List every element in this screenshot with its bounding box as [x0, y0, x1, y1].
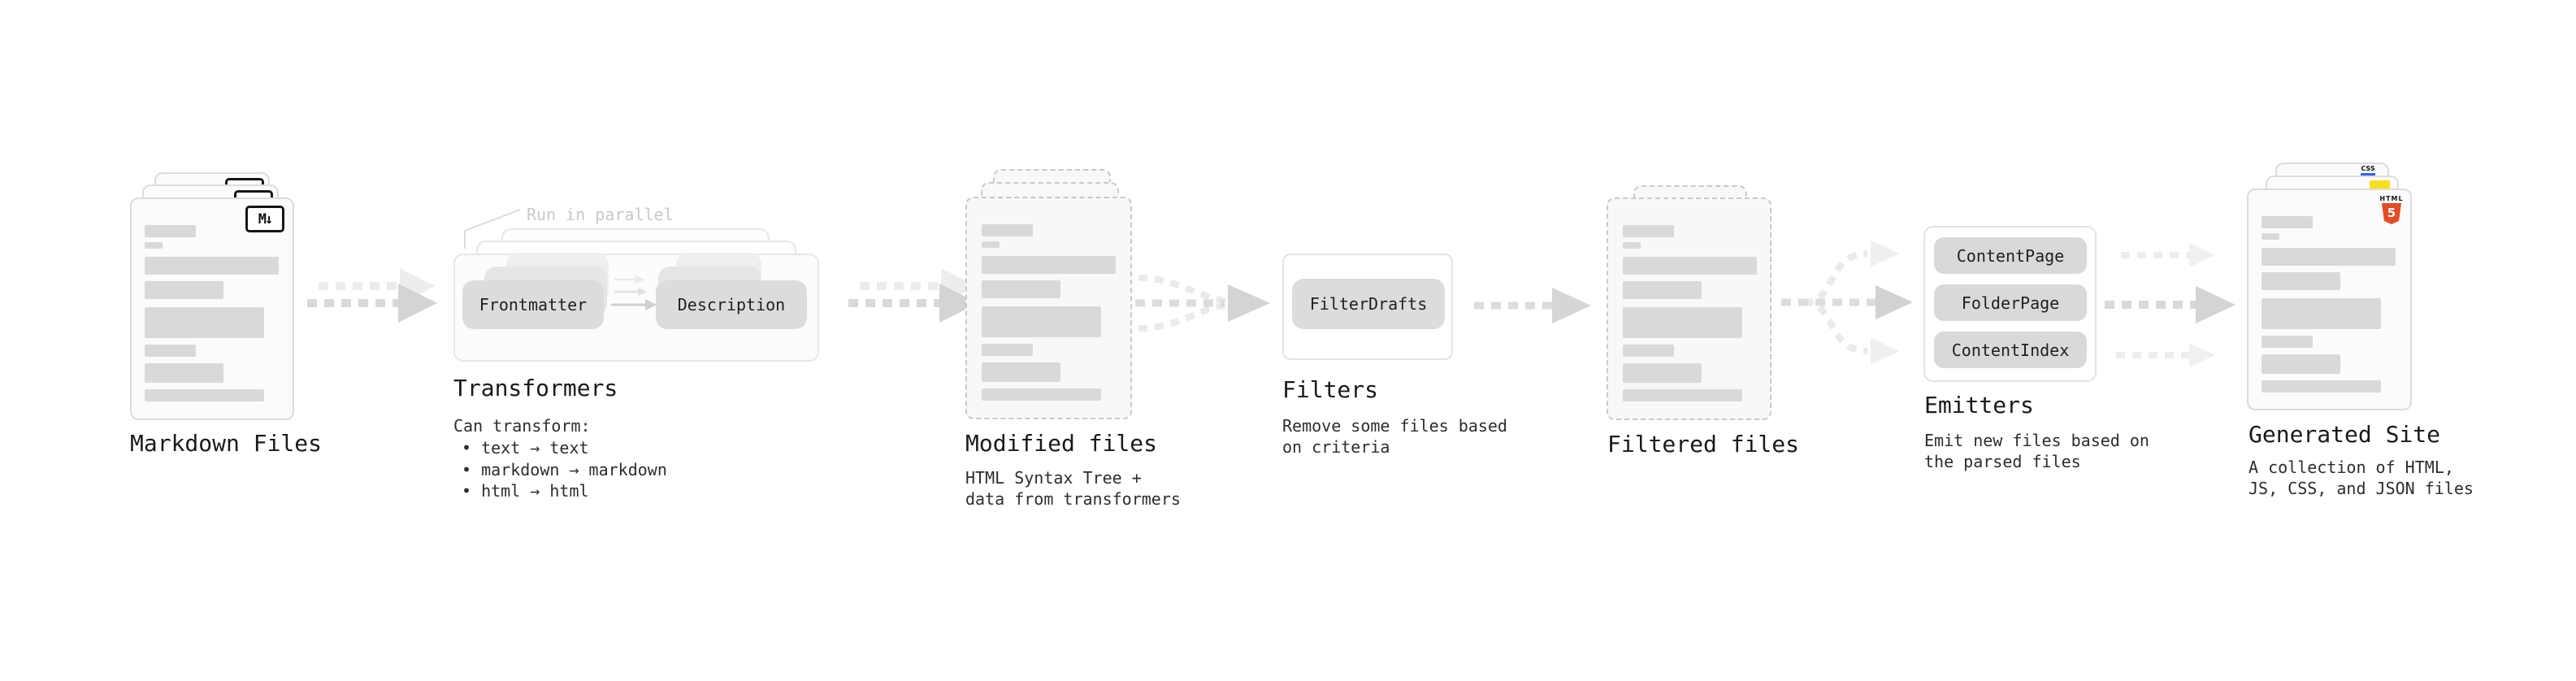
- placeholder-bar: [145, 389, 264, 401]
- flow-arrow-emitters-to-generated: [2105, 243, 2236, 367]
- placeholder-bar: [145, 363, 223, 383]
- stage-label-generated-site: Generated Site: [2249, 421, 2441, 448]
- placeholder-bar: [2262, 336, 2313, 348]
- css-icon-label: CSS: [2361, 165, 2375, 172]
- transform-arrows-icon: [611, 275, 657, 310]
- emitter-pill-contentindex: ContentIndex: [1934, 332, 2087, 368]
- html5-icon: HTML 5: [2379, 195, 2404, 224]
- stage-label-filters: Filters: [1282, 376, 1379, 403]
- placeholder-bar: [982, 256, 1116, 274]
- filters-desc-line2: on criteria: [1282, 437, 1390, 457]
- placeholder-bar: [982, 344, 1033, 356]
- flow-arrow-transformers-to-modified: [848, 268, 978, 323]
- transformers-desc-item: • markdown → markdown: [462, 460, 667, 479]
- placeholder-bar: [145, 307, 264, 338]
- generated-desc-line1: A collection of HTML,: [2249, 458, 2454, 477]
- stage-label-transformers: Transformers: [453, 375, 618, 401]
- transformers-desc-title: Can transform:: [453, 416, 591, 436]
- transformers-desc-item: • html → html: [462, 481, 589, 501]
- html5-icon-label: HTML: [2379, 195, 2404, 202]
- filters-desc-line1: Remove some files based: [1282, 416, 1507, 436]
- placeholder-bar: [145, 345, 196, 357]
- placeholder-bar: [2262, 298, 2381, 329]
- markdown-icon: M↓: [245, 206, 284, 232]
- placeholder-bar: [2262, 248, 2396, 266]
- placeholder-bar: [1623, 307, 1742, 338]
- placeholder-bar: [1623, 257, 1757, 275]
- flow-arrow-filters-to-filtered: [1474, 288, 1591, 323]
- css-icon: CSS: [2357, 166, 2379, 176]
- transformers-desc-item: • text → text: [462, 438, 589, 458]
- emitters-desc-line2: the parsed files: [1924, 452, 2081, 471]
- placeholder-bar: [1623, 242, 1641, 249]
- flow-arrow-modified-to-filters: [1135, 275, 1270, 332]
- placeholder-bar: [982, 241, 1000, 248]
- run-in-parallel-leader-line: [464, 209, 521, 249]
- emitter-pill-folderpage: FolderPage: [1934, 284, 2087, 321]
- flow-arrow-filtered-to-emitters: [1781, 241, 1913, 364]
- modified-desc-line1: HTML Syntax Tree +: [965, 468, 1142, 488]
- html5-icon-shield: 5: [2382, 203, 2401, 224]
- stage-label-markdown-files: Markdown Files: [130, 430, 323, 457]
- placeholder-bar: [145, 242, 163, 249]
- placeholder-bar: [982, 306, 1101, 337]
- transformer-pill-description: Description: [656, 280, 807, 329]
- placeholder-bar: [1623, 345, 1674, 357]
- placeholder-bar: [2262, 216, 2313, 228]
- modified-desc-line2: data from transformers: [965, 489, 1181, 509]
- css-icon-bar: [2361, 173, 2375, 176]
- placeholder-bar: [982, 362, 1060, 382]
- transformer-pill-frontmatter: Frontmatter: [462, 280, 604, 329]
- placeholder-bar: [982, 280, 1060, 298]
- emitters-desc-line1: Emit new files based on: [1924, 431, 2149, 450]
- flow-arrow-markdown-to-transformers: [307, 268, 437, 323]
- emitter-pill-contentpage: ContentPage: [1934, 237, 2087, 274]
- placeholder-bar: [982, 224, 1033, 236]
- placeholder-bar: [1623, 281, 1702, 299]
- placeholder-bar: [2262, 380, 2381, 393]
- placeholder-bar: [145, 257, 279, 275]
- placeholder-bar: [1623, 363, 1702, 383]
- placeholder-bar: [1623, 225, 1674, 237]
- filter-pill-filterdrafts: FilterDrafts: [1292, 279, 1445, 329]
- stage-label-modified-files: Modified files: [965, 430, 1158, 457]
- run-in-parallel-note: Run in parallel: [527, 205, 674, 224]
- stage-label-emitters: Emitters: [1924, 392, 2034, 419]
- filtered-doc-card-front: [1607, 197, 1772, 420]
- placeholder-bar: [2262, 354, 2340, 374]
- placeholder-bar: [982, 388, 1101, 401]
- placeholder-bar: [145, 281, 223, 299]
- placeholder-bar: [1623, 389, 1742, 401]
- markdown-doc-card-front: M↓: [130, 197, 294, 420]
- stage-label-filtered-files: Filtered files: [1607, 431, 1800, 458]
- placeholder-bar: [145, 225, 196, 237]
- generated-desc-line2: JS, CSS, and JSON files: [2249, 479, 2474, 498]
- generated-doc-card-front: HTML 5: [2247, 189, 2412, 410]
- modified-doc-card-front: [965, 197, 1132, 419]
- placeholder-bar: [2262, 233, 2279, 240]
- placeholder-bar: [2262, 272, 2340, 290]
